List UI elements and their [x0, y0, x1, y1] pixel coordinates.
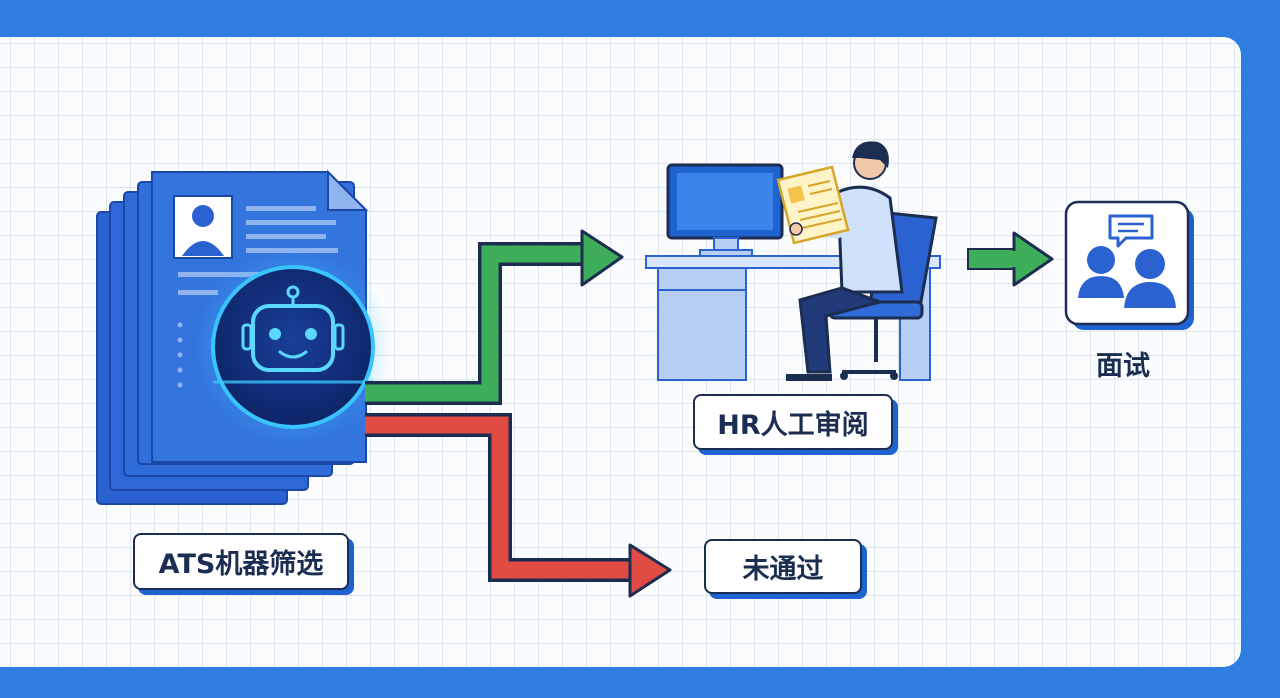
- rejected-label: 未通过: [704, 539, 862, 594]
- hr-review-label: HR人工审阅: [693, 394, 893, 450]
- interview-arrow: [967, 231, 1054, 287]
- ats-screening-label: ATS机器筛选: [133, 533, 349, 590]
- interview-people-icon: [1064, 200, 1194, 330]
- pass-arrow: [365, 229, 624, 405]
- interview-label: 面试: [1096, 351, 1150, 382]
- hr-desk-icon: [645, 141, 941, 381]
- chat-bubble-icon: [1108, 214, 1154, 248]
- robot-icon: [193, 247, 393, 447]
- reject-arrow: [365, 413, 672, 598]
